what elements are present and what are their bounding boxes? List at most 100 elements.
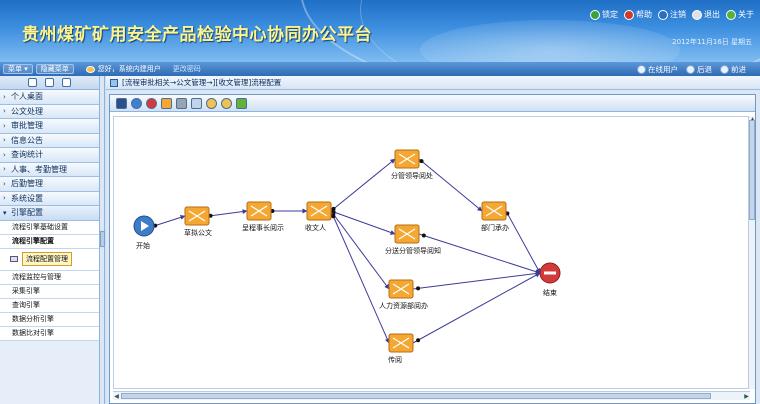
- undo-icon[interactable]: [206, 97, 217, 109]
- flow-task-node[interactable]: 呈程事长阅示: [242, 201, 284, 232]
- scroll-thumb[interactable]: [749, 120, 755, 220]
- sidebar-leaf-flow-config[interactable]: 流程配置管理: [22, 252, 72, 266]
- collapse-handle[interactable]: [100, 231, 105, 247]
- flow-edge[interactable]: [418, 158, 483, 212]
- flow-task-node[interactable]: 草拟公文: [184, 206, 212, 237]
- top-action-label: 退出: [704, 10, 720, 19]
- change-password-link[interactable]: 更改密码: [172, 65, 201, 73]
- flow-task-node[interactable]: 部门承办: [481, 201, 509, 232]
- print-icon[interactable]: [176, 97, 187, 109]
- play-icon: [141, 221, 149, 231]
- about-button[interactable]: 关于: [726, 9, 754, 20]
- sidebar-item-label: 公文处理: [11, 106, 43, 116]
- sidebar-item[interactable]: ›个人桌面: [0, 90, 99, 105]
- sidebar-item[interactable]: ›信息公告: [0, 133, 99, 148]
- play-icon[interactable]: [131, 97, 142, 109]
- task-icon[interactable]: [161, 97, 172, 109]
- chevron-down-icon: ▾: [22, 65, 28, 73]
- lock-button[interactable]: 锁定: [590, 9, 618, 20]
- flow-task-label: 呈程事长阅示: [242, 223, 284, 232]
- flow-edge[interactable]: [208, 209, 248, 218]
- flow-canvas[interactable]: 开始结束 草拟公文呈程事长阅示 收文人 分管领导阅处部门承办分送分管领导阅知人力资源部…: [113, 116, 750, 389]
- sidebar-sub-item[interactable]: 采集引擎: [0, 284, 99, 299]
- flow-task-label: 分送分管领导阅知: [385, 246, 441, 255]
- sidebar-tools: [0, 76, 99, 90]
- menu-button[interactable]: 菜单 ▾: [3, 64, 33, 74]
- top-action-label: 锁定: [602, 10, 618, 19]
- redo-icon[interactable]: [221, 97, 232, 109]
- forward-arrow-icon: [720, 64, 729, 74]
- sidebar-item[interactable]: ›公文处理: [0, 104, 99, 119]
- flow-edge[interactable]: [270, 208, 308, 214]
- flow-task-node[interactable]: 传阅: [388, 333, 414, 364]
- user-greeting: 您好，系统内建用户: [85, 64, 161, 74]
- top-action-label: 注销: [670, 10, 686, 19]
- flow-edge[interactable]: [330, 210, 390, 344]
- sidebar-item-label: 信息公告: [11, 135, 43, 145]
- flow-edge[interactable]: [153, 215, 186, 228]
- layers-icon[interactable]: [236, 97, 247, 109]
- sidebar-sub-item[interactable]: 查询引擎: [0, 298, 99, 313]
- sidebar-sub-item[interactable]: 流程监控与管理: [0, 270, 99, 285]
- stop-icon[interactable]: [146, 97, 157, 109]
- sidebar-item[interactable]: › 查询统计: [0, 148, 99, 163]
- sub-toolbar: 菜单 ▾ 隐藏菜单 您好，系统内建用户 更改密码 在线用户 后退 前进: [0, 62, 760, 76]
- grid-icon[interactable]: [191, 97, 202, 109]
- flow-task-label: 分管领导阅处: [391, 171, 433, 180]
- back-button[interactable]: 后退: [686, 64, 712, 75]
- flow-start-node[interactable]: 开始: [133, 215, 155, 250]
- sidebar-item[interactable]: ›后勤管理: [0, 177, 99, 192]
- sidebar-item-label: 人事、考勤管理: [11, 164, 67, 174]
- scroll-up-icon[interactable]: ▲: [749, 116, 756, 123]
- flow-edge[interactable]: [330, 158, 396, 212]
- online-users-button[interactable]: 在线用户: [637, 64, 678, 75]
- sidebar-item[interactable]: ›系统设置: [0, 191, 99, 206]
- exit-button[interactable]: 退出: [692, 9, 720, 20]
- logout-button[interactable]: 注销: [658, 9, 686, 20]
- forward-button[interactable]: 前进: [720, 64, 746, 75]
- sidebar-item-label: 后勤管理: [11, 179, 43, 189]
- flow-end-node[interactable]: 结束: [539, 262, 561, 297]
- flow-task-node[interactable]: 分送分管领导阅知: [385, 224, 441, 255]
- save-icon[interactable]: [116, 97, 127, 109]
- sidebar-sub-item[interactable]: 流程引擎配置: [0, 234, 99, 249]
- chevron-right-icon: ›: [3, 92, 6, 101]
- flow-task-node[interactable]: 收文人: [305, 201, 332, 232]
- sidebar-sub-item[interactable]: 数据分析引擎: [0, 312, 99, 327]
- vertical-scrollbar[interactable]: ▲: [748, 116, 755, 389]
- sidebar-item-engine-config[interactable]: ▾ 引擎配置: [0, 206, 99, 221]
- sidebar-item-label: 查询统计: [11, 150, 43, 160]
- flow-edge[interactable]: [330, 209, 396, 235]
- scroll-thumb[interactable]: [121, 393, 711, 399]
- hide-menu-label: 隐藏菜单: [40, 65, 69, 73]
- flow-task-node[interactable]: 人力资源部阅办: [379, 279, 428, 310]
- sidebar-sub-item[interactable]: 流程引擎基础设置: [0, 220, 99, 235]
- sidebar-item[interactable]: ›人事、考勤管理: [0, 162, 99, 177]
- sidebar-splitter[interactable]: [100, 76, 105, 404]
- envelope-icon: [310, 205, 328, 217]
- collapse-all-icon[interactable]: [45, 78, 54, 87]
- expand-all-icon[interactable]: [62, 78, 71, 87]
- flow-task-node[interactable]: 分管领导阅处: [391, 149, 433, 180]
- horizontal-scrollbar[interactable]: ◀ ▶: [113, 391, 750, 400]
- breadcrumb-text: [流程审批相关→公文管理→][收文管理]流程配置: [122, 78, 282, 87]
- hide-menu-button[interactable]: 隐藏菜单: [35, 64, 74, 74]
- sidebar-item-label: 引擎配置: [11, 208, 43, 218]
- flow-edge[interactable]: [412, 272, 541, 344]
- flow-toolbar: [110, 95, 755, 112]
- sidebar-item-label: 系统设置: [11, 193, 43, 203]
- help-button[interactable]: 帮助: [624, 9, 652, 20]
- envelope-icon: [485, 205, 503, 217]
- flow-edge[interactable]: [412, 271, 541, 291]
- sidebar-item[interactable]: ›审批管理: [0, 119, 99, 134]
- scroll-left-icon[interactable]: ◀: [114, 393, 119, 400]
- stop-icon: [544, 271, 556, 275]
- sidebar-item-label: 审批管理: [11, 121, 43, 131]
- chevron-right-icon: ›: [3, 150, 6, 159]
- back-label: 后退: [697, 64, 712, 74]
- flow-edge[interactable]: [418, 233, 541, 274]
- sidebar-sub-item[interactable]: 数据比对引擎: [0, 326, 99, 341]
- scroll-right-icon[interactable]: ▶: [744, 393, 749, 400]
- refresh-icon[interactable]: [28, 78, 37, 87]
- envelope-icon: [392, 337, 410, 349]
